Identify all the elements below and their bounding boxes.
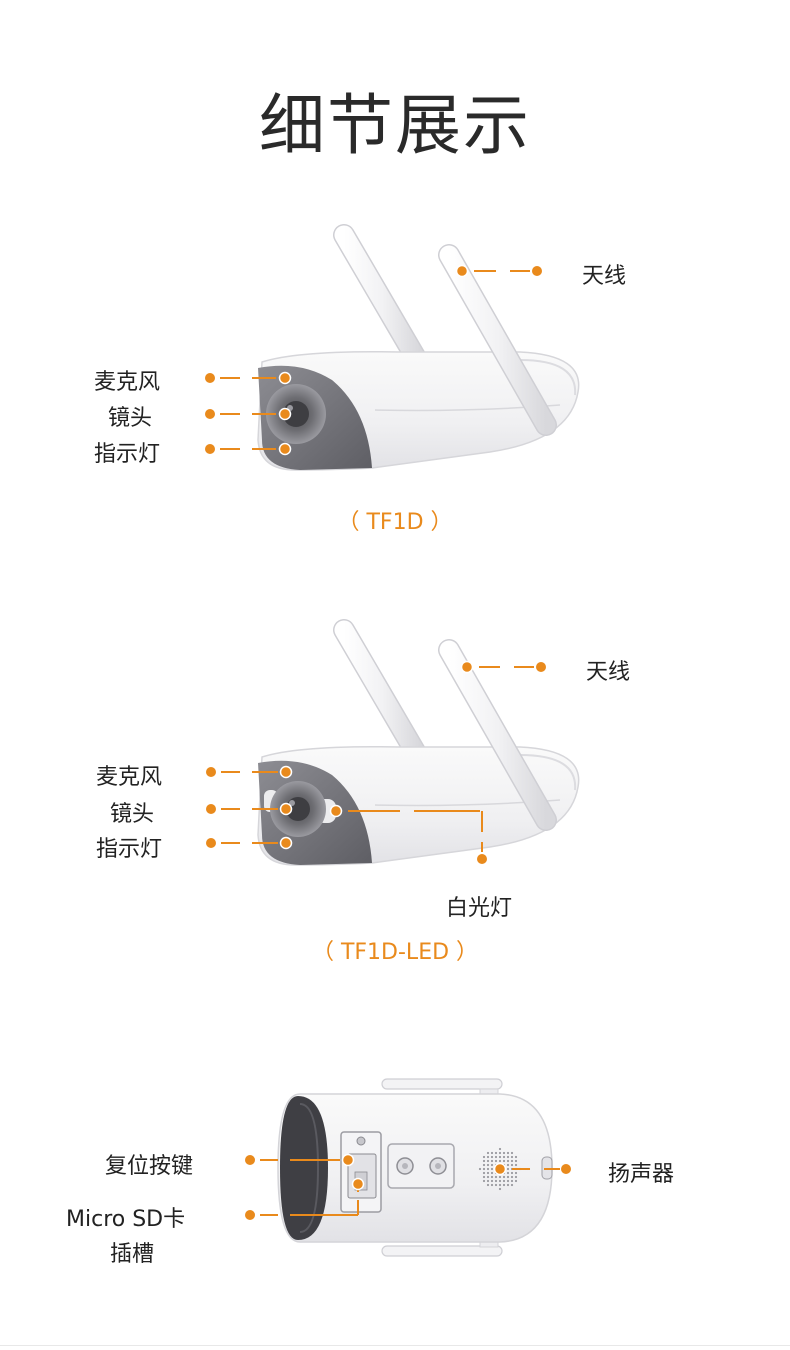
lens-callout [205, 407, 292, 421]
indicator-callout [205, 442, 292, 456]
callouts-tf1d-led [206, 660, 546, 864]
antenna-right [438, 639, 557, 831]
camera-tf1d-led [206, 619, 580, 866]
sd-card-panel [340, 1131, 382, 1213]
page-title: 细节展示 [259, 87, 531, 164]
indicator-callout [206, 836, 293, 850]
indicator-label: 指示灯 [96, 837, 163, 862]
antenna-left [333, 224, 431, 376]
antenna-callout [455, 264, 542, 278]
antenna-label: 天线 [582, 264, 627, 289]
callouts-tf1d [205, 264, 542, 456]
camera-tf1d [205, 224, 580, 471]
camera-front-shade [280, 1096, 328, 1240]
lens-label: 镜头 [108, 406, 153, 431]
sd-slot-callout [245, 1177, 365, 1220]
reset-button-label: 复位按键 [105, 1154, 194, 1179]
camera-bottom-view [245, 1078, 571, 1257]
lens-callout [206, 802, 293, 816]
model-label-tf1d: （ TF1D ） [337, 510, 453, 535]
lens-label: 镜头 [110, 802, 155, 827]
sd-slot-label-line1: Micro SD卡 [66, 1207, 186, 1232]
antenna-right [438, 244, 557, 436]
bottom-divider [0, 1345, 790, 1346]
indicator-label: 指示灯 [94, 442, 161, 467]
white-light-label: 白光灯 [446, 896, 513, 921]
speaker-label: 扬声器 [608, 1162, 675, 1187]
callouts-bottom-view [245, 1153, 571, 1220]
model-label-tf1d-led: （ TF1D-LED ） [311, 940, 479, 965]
antenna-callout [460, 660, 546, 674]
antenna-left [333, 619, 431, 771]
mic-callout [205, 371, 292, 385]
white-light-callout [329, 804, 487, 864]
sd-slot-label-line2: 插槽 [110, 1242, 155, 1267]
speaker-callout [493, 1162, 571, 1176]
antenna-label: 天线 [586, 660, 631, 685]
mic-callout [206, 765, 293, 779]
reset-callout [245, 1153, 355, 1167]
mic-label: 麦克风 [94, 370, 161, 395]
mount-plate [387, 1143, 455, 1189]
mic-label: 麦克风 [96, 765, 163, 790]
